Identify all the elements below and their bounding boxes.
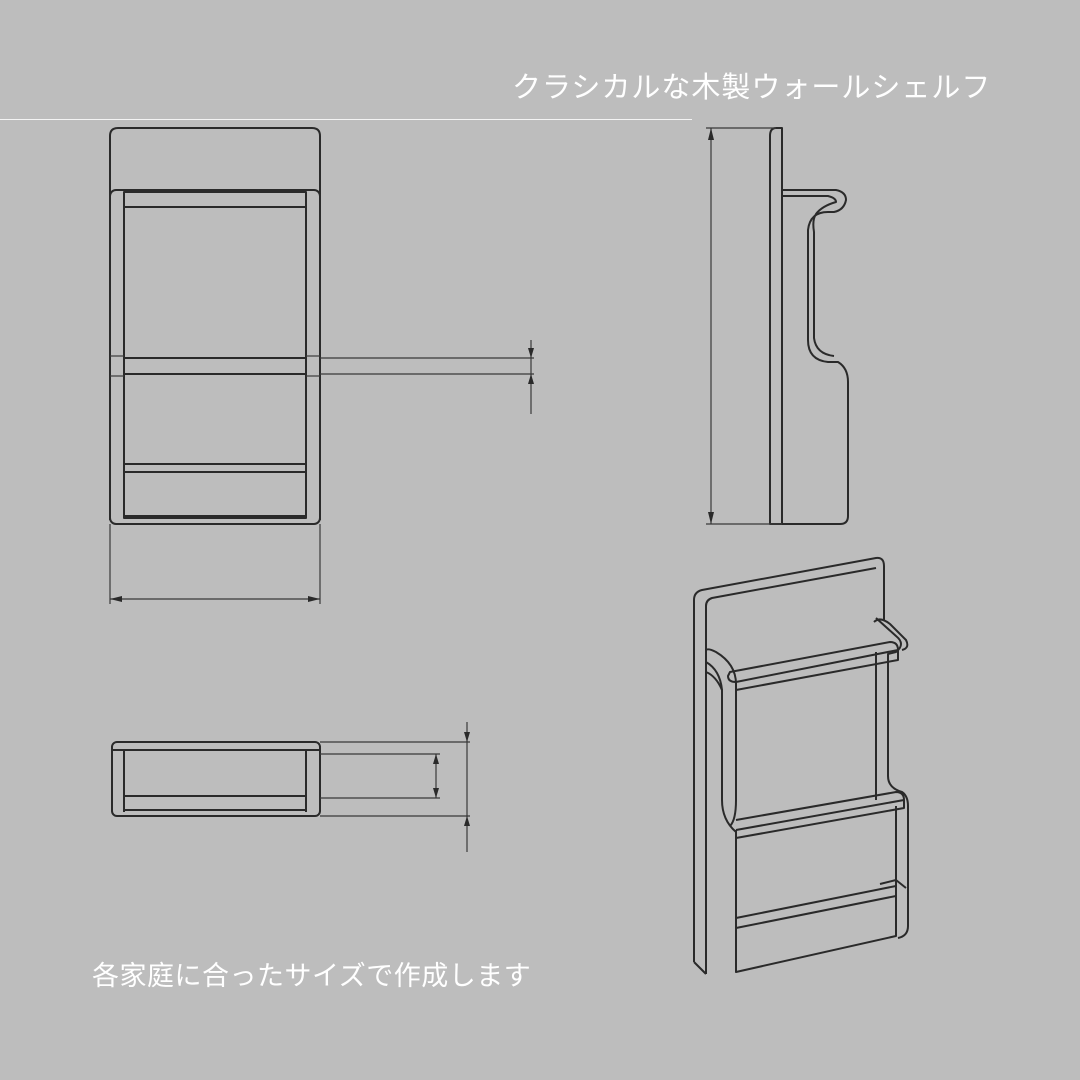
- side-frame-inner: [782, 195, 837, 357]
- title-underline: [0, 119, 692, 120]
- page-title: クラシカルな木製ウォールシェルフ: [512, 70, 992, 104]
- iso-bottom-box: [735, 885, 897, 973]
- front-bottom-box: [123, 463, 307, 519]
- iso-left-frame: [705, 648, 737, 827]
- front-frame-outer: [109, 189, 321, 525]
- iso-right-frame: [875, 617, 909, 939]
- top-outer: [111, 741, 321, 817]
- front-back-board: [109, 127, 321, 520]
- front-middle-rail: [123, 357, 307, 375]
- side-back-board: [769, 127, 783, 525]
- isometric-view: [693, 556, 909, 975]
- iso-middle-rail: [735, 791, 905, 831]
- top-front-rail: [123, 795, 307, 811]
- top-view: [111, 722, 470, 852]
- front-view: [109, 127, 534, 604]
- caption-text: 各家庭に合ったサイズで作成します: [92, 961, 532, 992]
- side-view: [706, 127, 849, 525]
- front-top-rail: [123, 191, 307, 208]
- iso-back-board: [693, 556, 885, 962]
- iso-top-rail: [727, 641, 899, 683]
- side-frame-profile: [782, 189, 849, 525]
